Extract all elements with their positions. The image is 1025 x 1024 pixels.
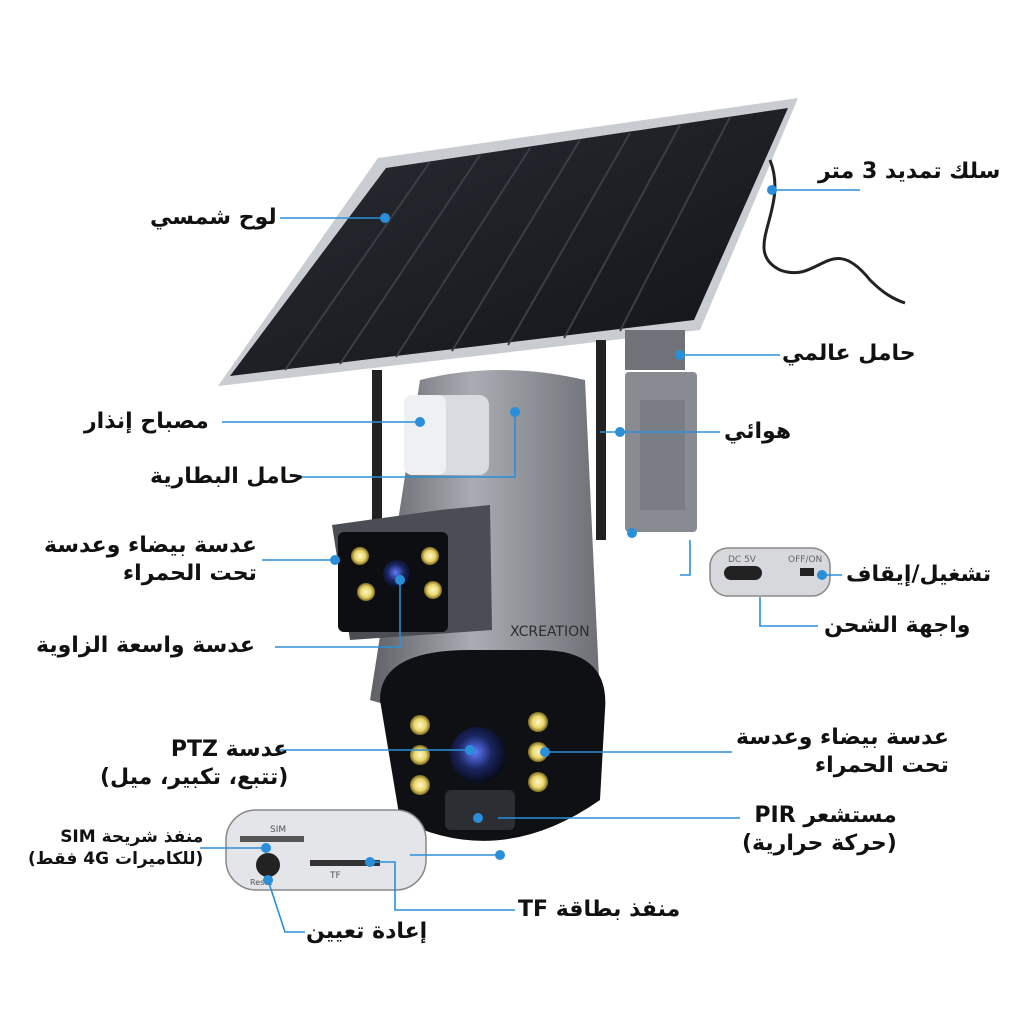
label-universal-mount: حامل عالمي xyxy=(782,341,916,366)
label-upper-lens-line1: عدسة بيضاء وعدسة xyxy=(44,533,257,558)
extension-cable xyxy=(762,159,906,305)
label-alarm-light: مصباح إنذار xyxy=(84,409,209,434)
svg-text:Reset: Reset xyxy=(250,878,272,887)
label-solar-panel: لوح شمسي xyxy=(150,205,277,230)
alarm-light xyxy=(404,395,489,475)
callout-lines xyxy=(200,189,860,933)
label-wide-angle-lens: عدسة واسعة الزاوية xyxy=(36,633,255,658)
label-lower-lens-line1: عدسة بيضاء وعدسة xyxy=(736,725,949,750)
svg-text:DC 5V: DC 5V xyxy=(728,555,757,565)
label-ptz-lens-line2: (تتبع، تكبير، ميل) xyxy=(100,765,289,790)
label-upper-lens: عدسة بيضاء وعدسة تحت الحمراء xyxy=(44,532,257,588)
label-pir-line2: (حركة حرارية) xyxy=(742,831,897,856)
upper-lens-module xyxy=(332,505,492,640)
label-power-switch: تشغيل/إيقاف xyxy=(846,562,992,587)
charging-port-inset: DC 5V OFF/ON xyxy=(709,547,831,597)
label-lower-lens-line2: تحت الحمراء xyxy=(814,753,949,778)
solar-panel xyxy=(218,98,798,386)
svg-text:SIM: SIM xyxy=(270,825,286,835)
label-ptz-lens-line1: عدسة PTZ xyxy=(170,737,289,762)
svg-text:OFF/ON: OFF/ON xyxy=(788,555,822,565)
brand-logo: XCREATION xyxy=(510,624,590,640)
label-sim-port: منفذ شريحة SIM (للكاميرات 4G فقط) xyxy=(28,826,203,870)
label-antenna: هوائي xyxy=(724,419,792,444)
label-tf-port: منفذ بطاقة TF xyxy=(518,897,681,922)
callout-dots xyxy=(261,185,827,885)
label-lower-lens: عدسة بيضاء وعدسة تحت الحمراء xyxy=(736,724,949,780)
universal-mount xyxy=(625,330,697,532)
label-ptz-lens: عدسة PTZ (تتبع، تكبير، ميل) xyxy=(100,736,288,792)
label-battery-holder: حامل البطارية xyxy=(150,464,304,489)
label-sim-line1: منفذ شريحة SIM xyxy=(60,827,204,847)
label-reset: إعادة تعيين xyxy=(306,919,428,944)
label-charging-port: واجهة الشحن xyxy=(824,613,971,638)
label-upper-lens-line2: تحت الحمراء xyxy=(122,561,257,586)
ptz-dome xyxy=(380,650,606,841)
label-pir-line1: مستشعر PIR xyxy=(754,803,897,828)
svg-text:TF: TF xyxy=(329,871,341,881)
sim-slot-inset: SIM TF Reset xyxy=(225,809,427,891)
label-pir-sensor: مستشعر PIR (حركة حرارية) xyxy=(742,802,897,858)
antenna-left xyxy=(372,370,382,530)
label-sim-line2: (للكاميرات 4G فقط) xyxy=(28,849,204,869)
antenna-right xyxy=(596,340,606,540)
label-extension-cable: سلك تمديد 3 متر xyxy=(818,159,1001,184)
